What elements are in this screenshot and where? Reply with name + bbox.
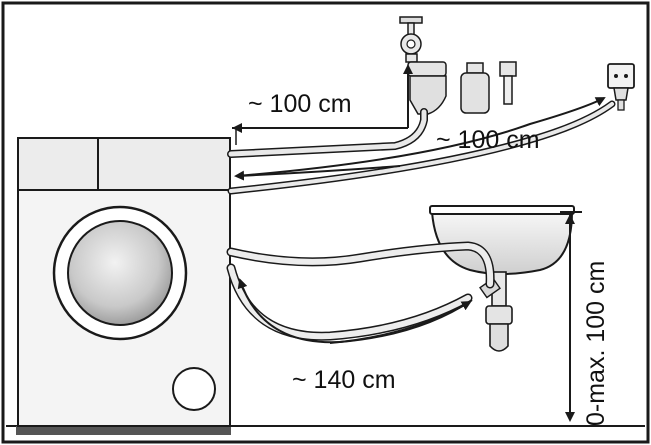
power-distance-label: ~ 100 cm: [436, 126, 540, 154]
sink: [429, 205, 575, 352]
door-glass: [67, 220, 173, 326]
valve-icon: [407, 61, 447, 115]
pump-cover: [172, 367, 216, 411]
floor-base: [16, 426, 231, 435]
inlet-distance-label: ~ 100 cm: [248, 90, 352, 118]
drain-height-label: 0-max. 100 cm: [582, 261, 610, 426]
filter-icon: [499, 61, 517, 105]
control-panel: [17, 137, 231, 191]
washing-machine: [17, 137, 231, 427]
arrow-power: [235, 97, 606, 177]
socket-icon: [607, 63, 635, 111]
adapter-icon: [460, 62, 490, 114]
drain-length-label: ~ 140 cm: [292, 366, 396, 394]
